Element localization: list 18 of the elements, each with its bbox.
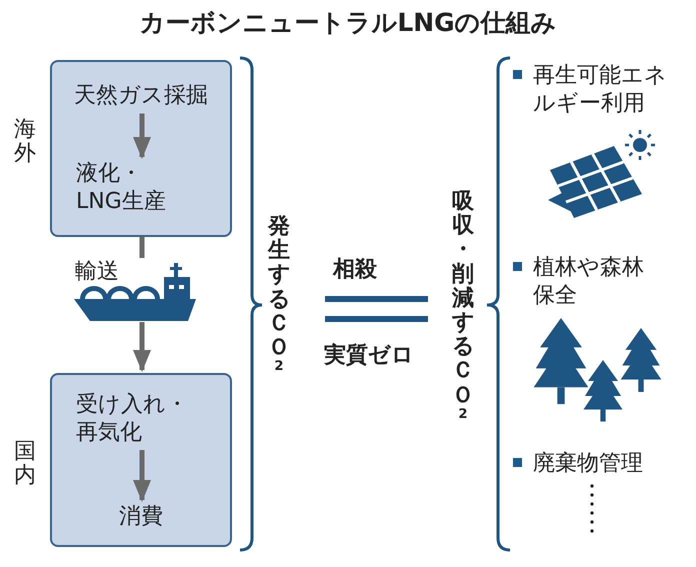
title: カーボンニュートラルLNGの仕組み	[138, 7, 558, 39]
arrow	[133, 114, 151, 159]
step-text: 受け入れ・再気化	[76, 391, 191, 446]
arrow	[133, 450, 151, 502]
step-text: 液化・LNG生産	[76, 160, 181, 215]
step-text: 消費	[52, 503, 230, 530]
list-item: 植林や森林保全	[513, 254, 647, 309]
relation-label: 実質ゼロ	[324, 342, 415, 370]
process-box	[50, 373, 232, 547]
region-label: 国内	[14, 440, 36, 488]
list-item: 廃棄物管理	[513, 450, 693, 478]
step-caption: 輸送	[75, 258, 119, 286]
region-label: 海外	[14, 118, 36, 166]
relation-label: 相殺	[333, 256, 378, 284]
arrow	[133, 322, 151, 372]
process-box	[50, 60, 232, 237]
step-text: 天然ガス採掘	[52, 82, 230, 110]
list-item: 再生可能エネルギー利用	[513, 62, 669, 117]
